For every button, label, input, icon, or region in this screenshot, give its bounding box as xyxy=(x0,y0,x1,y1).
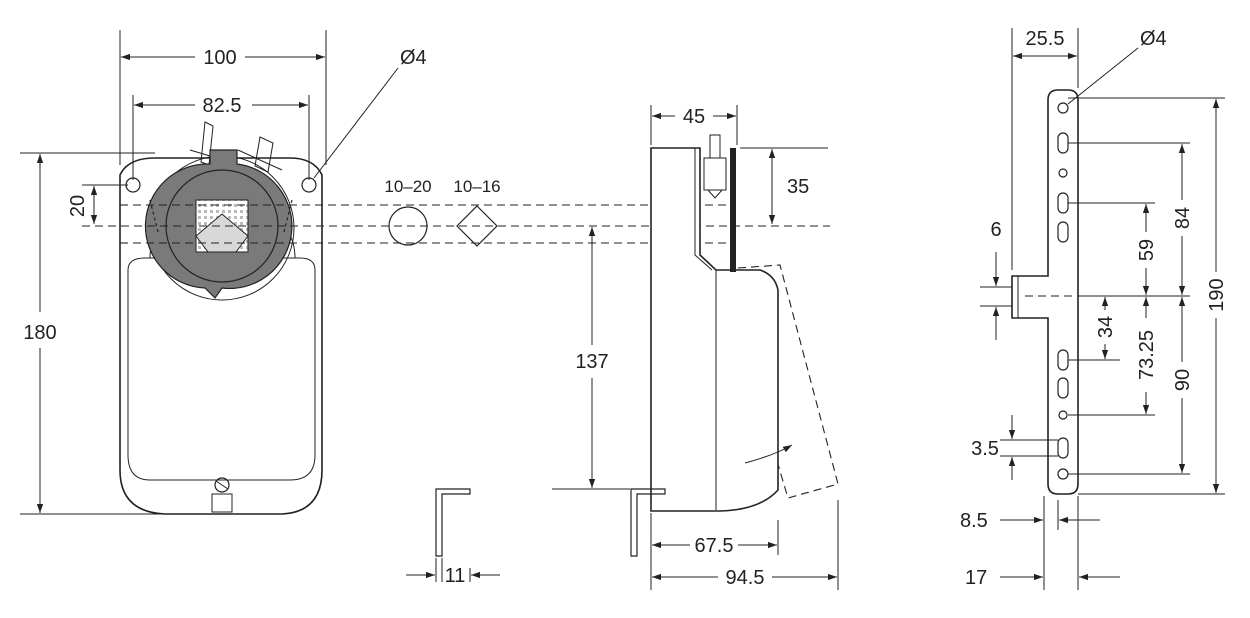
round-shaft-icon xyxy=(388,206,428,246)
bracket-slot-6 xyxy=(1057,437,1069,459)
dim-11-extensions xyxy=(435,558,443,582)
bottom-screw xyxy=(214,477,230,493)
square-shaft-label: 10–16 xyxy=(453,177,500,196)
screw-slot xyxy=(215,480,229,490)
bracket-slot-3 xyxy=(1057,221,1069,243)
dim-67-extensions xyxy=(650,513,779,590)
dim-100-extensions xyxy=(119,30,327,165)
shaft-profiles: 10–20 10–16 xyxy=(384,177,501,247)
round-shaft-label: 10–20 xyxy=(384,177,431,196)
dim-bracket-lower-hole: 73.25 xyxy=(1136,330,1158,380)
dim-8-extensions xyxy=(1043,496,1079,590)
dim-side-bottom-depth: 67.5 xyxy=(695,535,734,557)
dim-82-extensions xyxy=(132,95,310,180)
bracket-hole-6 xyxy=(1058,410,1068,420)
bracket-view: 25.5 Ø4 6 59 84 190 34 73.25 xyxy=(960,28,1228,590)
dim-45-extensions xyxy=(650,105,738,145)
bracket-hole-2 xyxy=(1058,168,1068,178)
dim-180-extensions xyxy=(20,152,160,515)
side-pin xyxy=(709,134,721,159)
dim-hole-diameter: Ø4 xyxy=(400,47,427,69)
dim-bracket-slot-width: 3.5 xyxy=(971,438,999,460)
dim-shaft-offset: 20 xyxy=(67,195,89,217)
dim-bracket-lower-total: 90 xyxy=(1172,369,1194,391)
dim-side-shaft-height: 137 xyxy=(575,351,608,373)
side-view: 45 35 137 67.5 94.5 xyxy=(552,105,839,590)
dim-25-extensions xyxy=(1011,28,1079,270)
dim-3-extensions xyxy=(1000,439,1058,457)
side-clamp-plate xyxy=(730,148,736,272)
dim-bracket-inner-width: 8.5 xyxy=(960,510,988,532)
side-bracket xyxy=(630,488,666,557)
dim-hole-spacing: 82.5 xyxy=(203,95,242,117)
dim-bracket-upper-slot: 59 xyxy=(1136,239,1158,261)
bottom-clip xyxy=(211,493,233,513)
dim-front-width: 100 xyxy=(203,47,236,69)
dim-bracket-total-height: 190 xyxy=(1206,278,1228,311)
hole-leader xyxy=(313,67,399,179)
dim-bracket-tab: 6 xyxy=(990,219,1001,241)
dim-bracket-upper-hole: 84 xyxy=(1172,207,1194,229)
dim-6-extensions xyxy=(980,286,1012,307)
dim-bracket-width: 25.5 xyxy=(1026,28,1065,50)
dim-bracket-lower-slot: 34 xyxy=(1095,316,1117,338)
shaft-clamp-wedge xyxy=(195,213,249,253)
side-pin-tip xyxy=(707,189,723,199)
dim-front-height: 180 xyxy=(23,322,56,344)
bracket-hole-leader xyxy=(1067,47,1139,105)
side-housing xyxy=(650,147,779,512)
side-clamp-block xyxy=(703,157,727,191)
dim-bracket-outer-width: 17 xyxy=(965,567,987,589)
bracket-dim-extensions xyxy=(1068,97,1225,495)
side-inner-line xyxy=(694,148,713,271)
bracket-plate xyxy=(1011,89,1079,495)
dim-side-top-offset: 35 xyxy=(787,176,809,198)
bracket-l-shape xyxy=(435,488,471,557)
rotation-arrow xyxy=(744,444,793,464)
dim-side-total-depth: 94.5 xyxy=(726,567,765,589)
front-view: 100 82.5 Ø4 20 180 xyxy=(20,30,830,515)
dim-side-depth: 45 xyxy=(683,106,705,128)
front-cover-panel xyxy=(127,257,316,481)
dim-bracket-hole-diameter: Ø4 xyxy=(1140,28,1167,50)
square-shaft-icon xyxy=(456,205,498,247)
bracket-profile: 11 xyxy=(406,488,500,587)
bracket-top-hole xyxy=(1057,102,1069,114)
dim-bracket-thickness: 11 xyxy=(445,565,466,587)
bracket-slot-5 xyxy=(1057,377,1069,399)
